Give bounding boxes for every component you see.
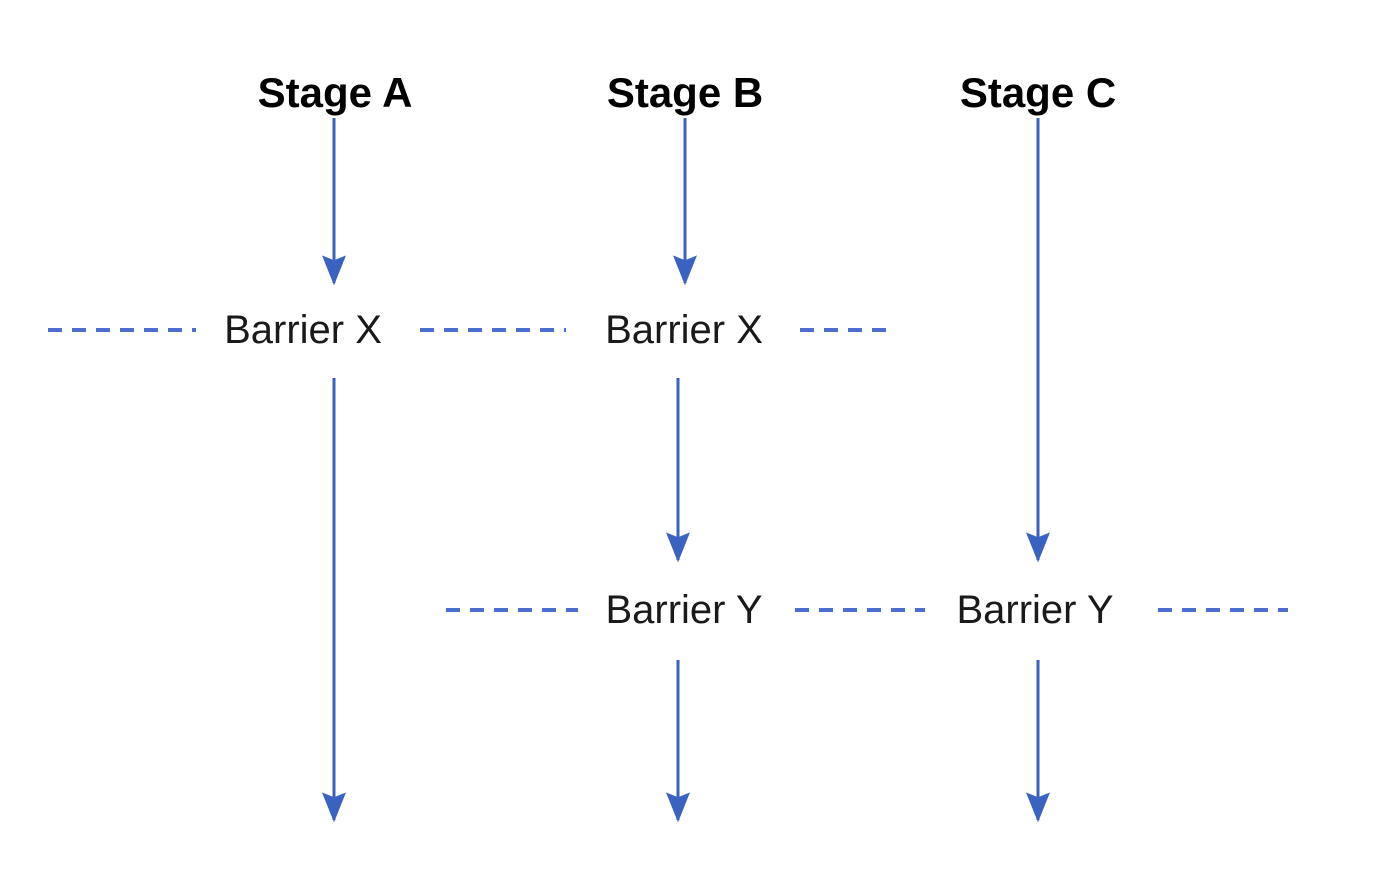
barrier-label-barrier-x-stage-a: Barrier X <box>216 310 390 350</box>
barrier-label-barrier-x-stage-b: Barrier X <box>597 310 771 350</box>
stage-header-stage-b: Stage B <box>606 69 764 116</box>
stage-header-stage-a: Stage A <box>257 69 413 116</box>
arrows-group <box>322 118 1050 823</box>
barrier-label-barrier-y-stage-b: Barrier Y <box>597 590 771 630</box>
dashed-connectors-group <box>48 328 1288 612</box>
stage-header-stage-c: Stage C <box>959 69 1117 116</box>
barrier-label-barrier-y-stage-c: Barrier Y <box>948 590 1122 630</box>
